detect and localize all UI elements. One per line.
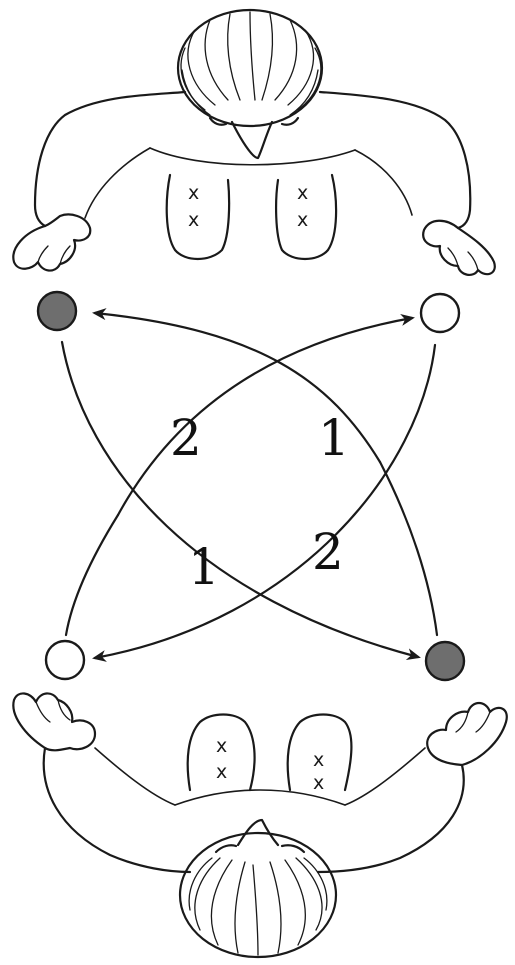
- ball-empty-bottom-left: [46, 641, 84, 679]
- bottom-person-right-hand: [427, 703, 507, 765]
- foot-mark: x: [216, 761, 227, 783]
- top-person-right-hand: [423, 221, 495, 275]
- ball-empty-top-right: [421, 294, 459, 332]
- route-label-1-lower: 1: [188, 538, 220, 596]
- foot-mark: x: [313, 749, 324, 771]
- foot-mark: x: [297, 209, 308, 231]
- route-2-arc-upper: [118, 318, 412, 515]
- ball-shaded-bottom-right: [426, 642, 464, 680]
- foot-mark: x: [216, 735, 227, 757]
- top-person: [13, 10, 494, 275]
- top-person-left-arm: [35, 92, 185, 226]
- top-person-right-arm: [320, 92, 470, 228]
- bottom-person: [13, 693, 506, 957]
- bottom-person-right-arm: [318, 765, 464, 872]
- route-1-arc-lower: [62, 342, 418, 657]
- bottom-right-foot-marks: x x: [313, 749, 324, 794]
- foot-mark: x: [297, 182, 308, 204]
- foot-mark: x: [188, 209, 199, 231]
- route-label-1-upper: 1: [318, 409, 350, 467]
- left-outer-arc: [66, 515, 118, 635]
- bottom-person-left-hand: [13, 693, 95, 750]
- top-person-nose: [232, 122, 272, 158]
- right-outer-arc: [380, 462, 437, 635]
- route-label-2-upper: 2: [170, 409, 202, 467]
- top-right-foot-marks: x x: [297, 182, 308, 231]
- bottom-person-hair: [189, 858, 327, 955]
- foot-mark: x: [188, 182, 199, 204]
- route-2-arc-lower: [95, 345, 435, 658]
- bottom-left-foot-marks: x x: [216, 735, 227, 783]
- route-label-2-lower: 2: [312, 523, 344, 581]
- ball-shaded-top-left: [38, 292, 76, 330]
- top-left-foot-marks: x x: [188, 182, 199, 231]
- top-person-left-hand: [13, 215, 90, 271]
- foot-mark: x: [313, 772, 324, 794]
